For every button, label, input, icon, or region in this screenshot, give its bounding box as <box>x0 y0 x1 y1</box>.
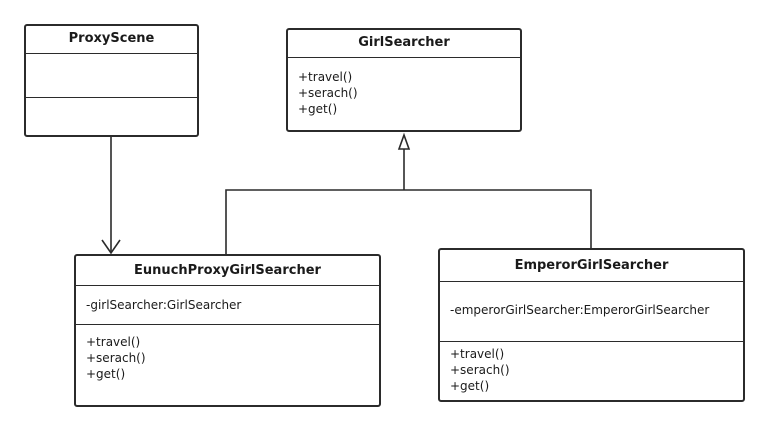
attributes-compartment: -girlSearcher:GirlSearcher <box>76 286 379 325</box>
methods-compartment: +travel() +serach() +get() <box>440 342 743 400</box>
attribute-emperor-girl-searcher: -emperorGirlSearcher:EmperorGirlSearcher <box>450 303 710 317</box>
class-name: GirlSearcher <box>288 30 520 58</box>
class-girl-searcher[interactable]: GirlSearcher +travel() +serach() +get() <box>286 28 522 132</box>
method-get: +get() <box>298 102 338 116</box>
class-name: ProxyScene <box>26 26 197 54</box>
methods-compartment: +travel() +serach() +get() <box>76 325 379 388</box>
class-proxy-scene[interactable]: ProxyScene <box>24 24 199 137</box>
class-eunuch-proxy-girl-searcher[interactable]: EunuchProxyGirlSearcher -girlSearcher:Gi… <box>74 254 381 407</box>
attribute-girl-searcher: -girlSearcher:GirlSearcher <box>86 298 242 312</box>
realization-line-emperor <box>404 189 592 248</box>
method-get: +get() <box>450 379 490 393</box>
method-travel: +travel() <box>86 335 141 349</box>
attributes-compartment <box>26 54 197 98</box>
method-serach: +serach() <box>450 363 510 377</box>
methods-compartment: +travel() +serach() +get() <box>288 58 520 123</box>
method-serach: +serach() <box>86 351 146 365</box>
method-serach: +serach() <box>298 86 358 100</box>
association-arrowhead <box>101 239 121 255</box>
realization-line-eunuch <box>225 189 404 254</box>
method-travel: +travel() <box>298 70 353 84</box>
method-travel: +travel() <box>450 347 505 361</box>
method-get: +get() <box>86 367 126 381</box>
methods-compartment <box>26 98 197 110</box>
class-emperor-girl-searcher[interactable]: EmperorGirlSearcher -emperorGirlSearcher… <box>438 248 745 402</box>
class-name: EunuchProxyGirlSearcher <box>76 256 379 286</box>
attributes-compartment: -emperorGirlSearcher:EmperorGirlSearcher <box>440 282 743 342</box>
realization-arrowhead <box>397 132 411 150</box>
class-name: EmperorGirlSearcher <box>440 250 743 282</box>
